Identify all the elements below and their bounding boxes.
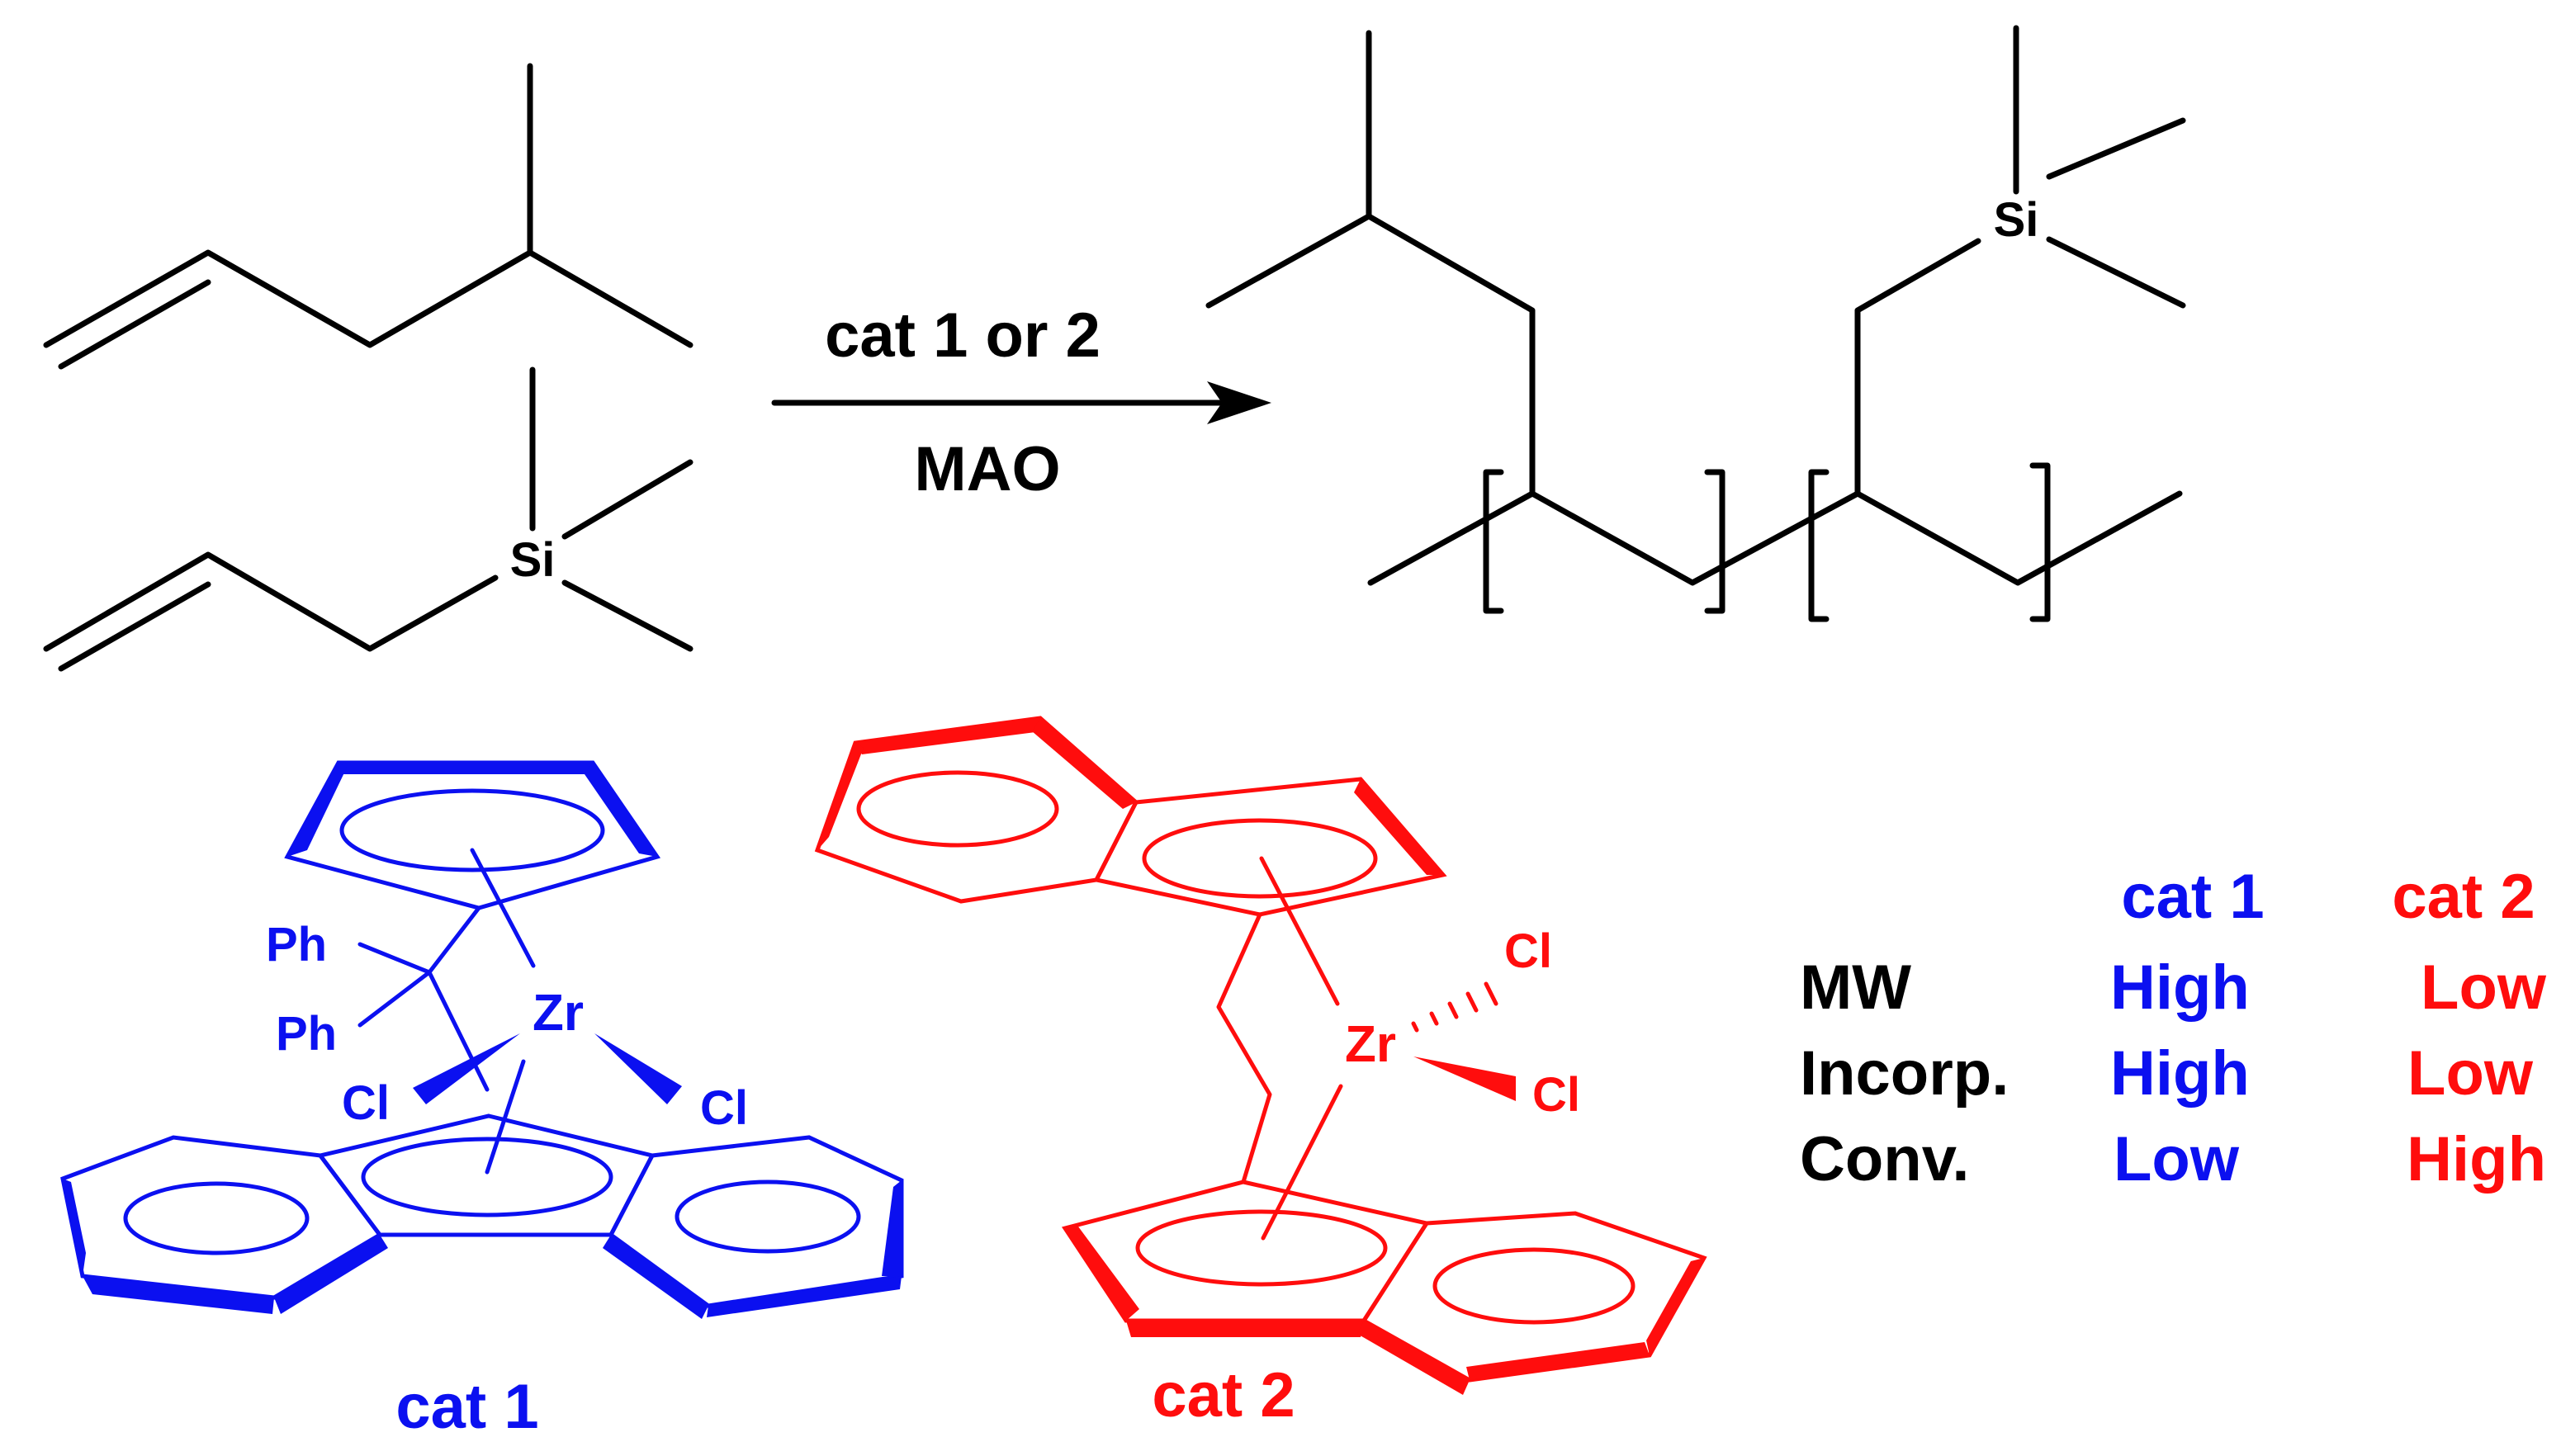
row-label-incorp: Incorp. <box>1800 1038 2009 1109</box>
si-label-polymer: Si <box>1994 193 2039 247</box>
incorp-cat2: Low <box>2407 1038 2534 1109</box>
mw-cat2: Low <box>2421 953 2547 1023</box>
zr-label-cat1: Zr <box>533 985 584 1042</box>
cat1-label: cat 1 <box>395 1372 538 1442</box>
zr-label-cat2: Zr <box>1345 1016 1396 1073</box>
ph-label-1: Ph <box>266 918 327 971</box>
cat2-label: cat 2 <box>1152 1360 1295 1430</box>
conv-cat1: Low <box>2114 1124 2240 1194</box>
comparison-table: cat 1 cat 2 MW High Low Incorp. High Low… <box>1800 862 2547 1194</box>
conditions-catalyst: cat 1 or 2 <box>825 300 1101 371</box>
row-label-mw: MW <box>1800 953 1911 1023</box>
reaction-arrow: cat 1 or 2 MAO <box>771 300 1271 504</box>
conv-cat2: High <box>2407 1124 2546 1194</box>
catalyst-1-structure: Ph Ph Zr Cl Cl cat 1 <box>60 760 904 1442</box>
cl-label-cat1-right: Cl <box>700 1081 748 1135</box>
conditions-cocatalyst: MAO <box>914 434 1060 504</box>
cl-label-cat2-bottom: Cl <box>1532 1068 1580 1122</box>
catalyst-2-structure: Zr Cl Cl cat 2 <box>814 716 1707 1430</box>
header-cat2: cat 2 <box>2392 862 2535 932</box>
header-cat1: cat 1 <box>2121 862 2264 932</box>
monomer-allyltrimethylsilane: Si <box>43 366 694 672</box>
ph-label-2: Ph <box>276 1007 337 1061</box>
incorp-cat1: High <box>2110 1038 2250 1109</box>
cl-label-cat2-top: Cl <box>1504 924 1552 978</box>
monomer-4-methyl-1-pentene <box>43 63 694 370</box>
hashed-bond-cl <box>1411 981 1498 1033</box>
copolymer-product: Si <box>1205 25 2186 622</box>
cl-label-cat1-left: Cl <box>342 1076 390 1130</box>
mw-cat1: High <box>2110 953 2250 1023</box>
row-label-conv: Conv. <box>1800 1124 1969 1194</box>
si-label-monomer: Si <box>510 533 556 587</box>
